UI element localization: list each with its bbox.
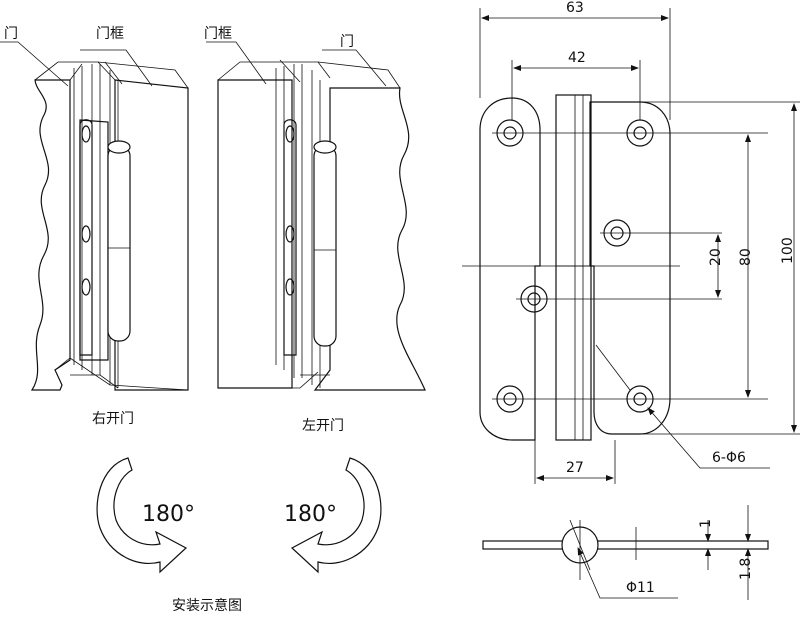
label-door-right: 门	[340, 34, 354, 50]
dim-holes: 6-Φ6	[712, 450, 746, 466]
hinge-knuckle-strip	[555, 94, 592, 441]
rotation-arrow-left: 180°	[96, 457, 195, 574]
dim-offset: 20	[708, 248, 724, 266]
hinge-plate-a	[79, 119, 109, 361]
left-open-door-figure	[206, 41, 426, 391]
door-panel-left	[30, 79, 71, 391]
hinge-knuckle-b	[313, 145, 337, 347]
dim-width-inner: 42	[568, 50, 586, 66]
caption-left-open: 左开门	[302, 418, 344, 434]
rotation-arrow-right: 180°	[284, 457, 382, 574]
hinge-knuckle-a	[107, 145, 131, 342]
caption-install: 安装示意图	[172, 597, 242, 614]
rotation-label-left: 180°	[142, 502, 195, 527]
hinge-side-view: Φ11 1 1.8	[482, 505, 769, 600]
dim-height-total: 100	[780, 237, 796, 264]
dim-knuckle-dia: Φ11	[626, 580, 655, 596]
door-panel-right	[313, 87, 426, 391]
hinge-leaf-left	[479, 97, 541, 441]
hinge-leaf-right	[589, 101, 671, 435]
door-frame-right	[217, 79, 293, 389]
label-frame-left: 门框	[96, 26, 124, 42]
rotation-label-right: 180°	[284, 502, 337, 527]
right-open-door-figure	[0, 41, 189, 391]
caption-right-open: 右开门	[92, 411, 134, 427]
label-frame-right: 门框	[204, 26, 232, 42]
dim-width-total: 63	[566, 0, 584, 16]
label-door-left: 门	[4, 26, 18, 42]
dim-leaf-thickness: 1.8	[738, 558, 754, 580]
dim-pitch: 80	[738, 248, 754, 266]
dim-thickness: 1	[698, 519, 714, 528]
hinge-technical-drawing: 63 42 20 80 100 27 6-Φ6 Φ11	[462, 0, 800, 600]
dim-leaf-width: 27	[566, 460, 584, 476]
